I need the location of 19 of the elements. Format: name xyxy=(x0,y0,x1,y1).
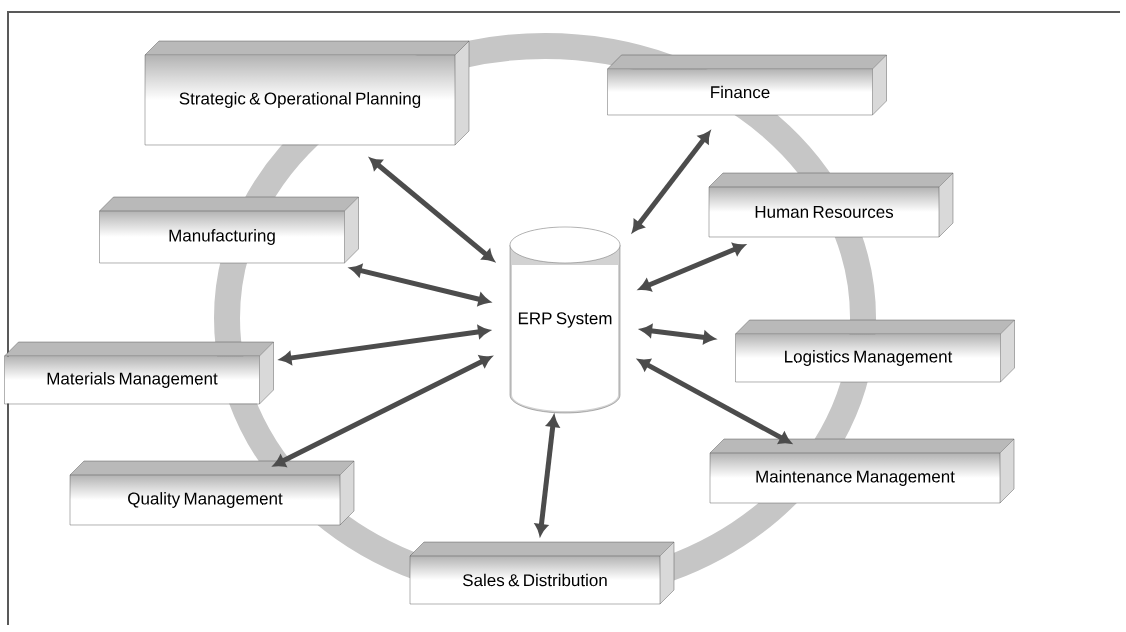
module-box: Maintenance Management xyxy=(709,438,1015,504)
double-arrow xyxy=(640,324,715,344)
module-box: Human Resources xyxy=(708,172,954,238)
module-box: Quality Management xyxy=(69,460,355,526)
double-arrow xyxy=(280,325,490,365)
double-arrow xyxy=(639,243,745,292)
double-arrow xyxy=(638,358,791,444)
module-box: Sales & Distribution xyxy=(409,541,675,605)
module-box: Manufacturing xyxy=(99,196,359,264)
double-arrow xyxy=(369,157,495,262)
module-box: Logistics Management xyxy=(735,319,1015,383)
double-arrow xyxy=(350,264,490,306)
module-box: Materials Management xyxy=(4,341,274,405)
module-box: Finance xyxy=(607,54,887,116)
double-arrow xyxy=(632,131,711,233)
module-box: Strategic & Operational Planning xyxy=(144,40,470,146)
double-arrow xyxy=(535,415,560,536)
double-arrow xyxy=(273,355,492,467)
database-cylinder: ERP System xyxy=(509,226,621,414)
